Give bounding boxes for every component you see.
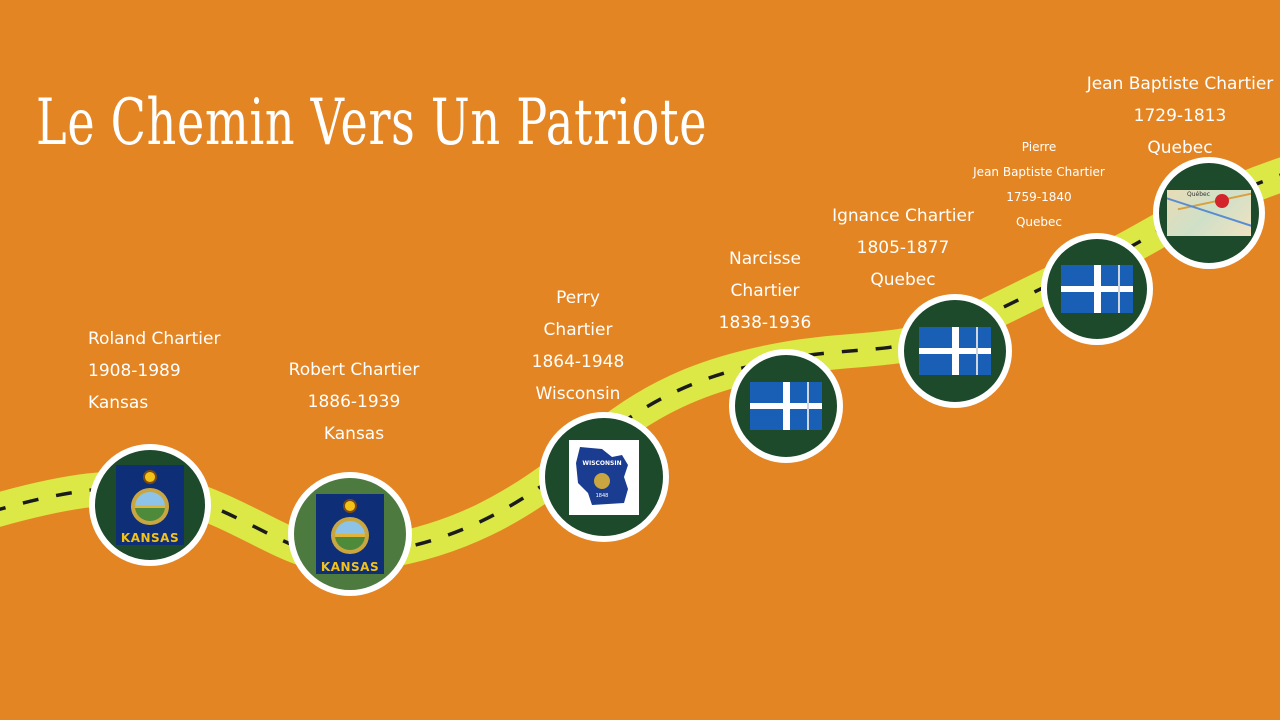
kansas-flag-icon: KANSAS <box>316 494 384 574</box>
quebec-flag-icon <box>750 382 822 430</box>
wisconsin-map-icon: WISCONSIN 1848 <box>569 439 639 515</box>
node-pierre <box>1041 233 1153 345</box>
seal-icon <box>131 487 169 525</box>
quebec-map-icon: Québec <box>1167 190 1251 236</box>
person-place: Quebec <box>870 270 936 290</box>
wisconsin-shape-icon: WISCONSIN 1848 <box>576 447 628 505</box>
person-name: Ignance Chartier <box>832 206 974 226</box>
person-name: Roland Chartier <box>88 329 221 349</box>
node-jean-baptiste: Québec <box>1153 157 1265 269</box>
person-name: Jean Baptiste Chartier <box>973 165 1105 179</box>
person-name: Perry <box>556 288 600 308</box>
seal-icon <box>331 516 369 554</box>
person-place: Quebec <box>1015 215 1063 229</box>
person-dates: 1864-1948 <box>531 352 625 372</box>
flag-year: 1848 <box>596 493 609 499</box>
flag-text: WISCONSIN <box>582 460 621 467</box>
map-pin-icon <box>1215 194 1229 208</box>
person-dates: 1805-1877 <box>856 238 950 258</box>
person-place: Kansas <box>323 424 385 444</box>
node-ignance <box>898 294 1012 408</box>
person-dates: 1908-1989 <box>88 361 181 381</box>
person-dates: 1759-1840 <box>1006 190 1072 204</box>
person-place: Kansas <box>88 393 149 413</box>
label-narcisse: Narcisse Chartier 1838-1936 <box>705 251 825 347</box>
person-name: Chartier <box>543 320 613 340</box>
label-roland: Roland Chartier 1908-1989 Kansas <box>88 331 220 427</box>
person-dates: 1729-1813 <box>1133 106 1227 126</box>
label-robert: Robert Chartier 1886-1939 Kansas <box>280 362 428 458</box>
node-narcisse <box>729 349 843 463</box>
person-place: Quebec <box>1147 138 1213 158</box>
label-pierre: Pierre Jean Baptiste Chartier 1759-1840 … <box>960 141 1118 241</box>
person-dates: 1838-1936 <box>718 313 812 333</box>
quebec-flag-icon <box>1061 265 1133 313</box>
person-name: Pierre <box>1021 140 1057 154</box>
label-ignance: Ignance Chartier 1805-1877 Quebec <box>825 208 981 304</box>
label-jean-baptiste: Jean Baptiste Chartier 1729-1813 Quebec <box>1080 76 1280 172</box>
flag-text: KANSAS <box>120 531 180 545</box>
sunflower-icon <box>343 499 357 513</box>
person-name: Jean Baptiste Chartier <box>1086 74 1274 94</box>
node-roland: KANSAS <box>89 444 211 566</box>
person-name: Robert Chartier <box>288 360 420 380</box>
person-dates: 1886-1939 <box>307 392 401 412</box>
person-name: Narcisse <box>729 249 801 269</box>
sunflower-icon <box>143 470 157 484</box>
map-text: Québec <box>1187 191 1211 198</box>
kansas-flag-icon: KANSAS <box>116 465 184 545</box>
person-place: Wisconsin <box>535 384 621 404</box>
page-title: Le Chemin Vers Un Patriote <box>36 86 708 160</box>
label-perry: Perry Chartier 1864-1948 Wisconsin <box>518 290 638 418</box>
flag-text: KANSAS <box>320 560 380 574</box>
quebec-flag-icon <box>919 327 991 375</box>
node-robert: KANSAS <box>288 472 412 596</box>
node-perry: WISCONSIN 1848 <box>539 412 669 542</box>
person-name: Chartier <box>730 281 800 301</box>
